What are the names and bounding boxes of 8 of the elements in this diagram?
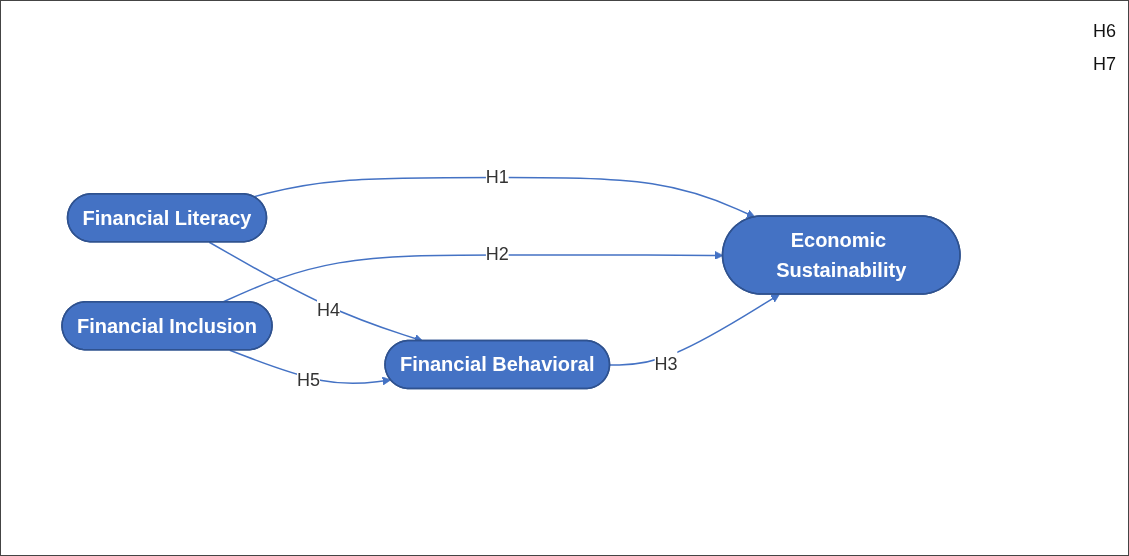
hypothesis-label: H7	[1093, 54, 1116, 75]
edge-label: H2	[485, 244, 509, 265]
edge-label: H1	[485, 167, 509, 188]
edge-label: H5	[296, 369, 320, 390]
hypothesis-label: H6	[1093, 21, 1116, 42]
arrow	[252, 176, 756, 219]
edge-label: H3	[654, 354, 678, 375]
edge-label: H4	[317, 300, 341, 321]
